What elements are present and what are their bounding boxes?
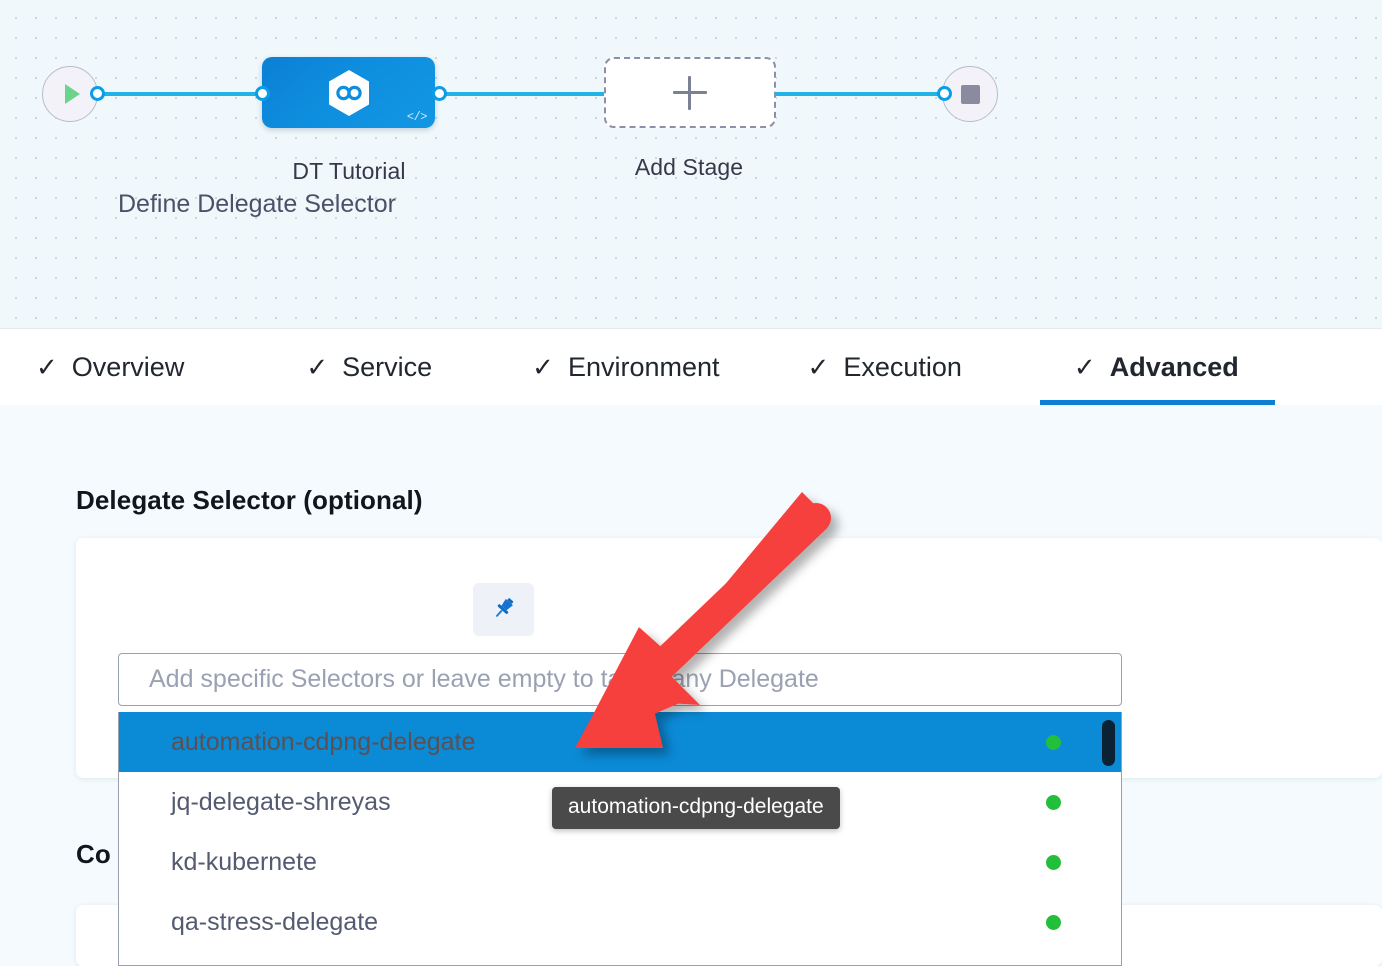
end-node-port[interactable] [937,86,952,101]
define-delegate-selector-label: Define Delegate Selector [118,190,396,218]
dropdown-option-qa-stress-delegate[interactable]: qa-stress-delegate [119,892,1121,952]
pipeline-canvas[interactable]: </> DT Tutorial Add Stage [0,0,1382,329]
dropdown-scrollbar-thumb[interactable] [1102,720,1115,766]
option-label: automation-cdpng-delegate [171,727,476,756]
check-icon: ✓ [807,352,830,382]
add-stage-node[interactable] [604,57,776,128]
harness-cd-hexagon-icon [327,69,371,117]
delegate-status-dot [1046,854,1061,870]
check-icon: ✓ [36,352,58,382]
delegate-selector-input[interactable] [118,653,1122,706]
delegate-status-dot [1046,734,1061,750]
edge-start-to-stage [96,92,268,96]
tab-execution[interactable]: ✓ Execution [808,329,962,405]
tab-environment[interactable]: ✓ Environment [532,329,719,405]
dropdown-option-automation-cdpng-delegate[interactable]: automation-cdpng-delegate [119,712,1121,772]
tab-label: Advanced [1109,351,1239,382]
option-label: jq-delegate-shreyas [171,787,391,816]
stage-input-port[interactable] [255,86,270,101]
check-icon: ✓ [532,352,554,382]
tab-service[interactable]: ✓ Service [306,329,432,405]
delegate-status-dot [1046,794,1061,810]
pin-delegate-selector-button[interactable] [473,583,534,636]
tab-label: Overview [71,351,185,382]
stage-output-port[interactable] [432,86,447,101]
plus-icon [673,75,707,110]
check-icon: ✓ [1073,352,1096,382]
delegate-selector-dropdown[interactable]: automation-cdpng-delegate jq-delegate-sh… [118,712,1122,966]
delegate-name-tooltip: automation-cdpng-delegate [552,787,840,829]
check-icon: ✓ [306,352,329,382]
edge-stage-to-addstage [430,92,615,96]
stage-config-tabbar: ✓ Overview ✓ Service ✓ Environment ✓ Exe… [0,329,1382,405]
tab-advanced[interactable]: ✓ Advanced [1039,329,1275,405]
stage-node-label: DT Tutorial [292,158,406,184]
edge-addstage-to-end [765,92,950,96]
start-node[interactable] [42,66,98,122]
conditional-execution-heading: Co [76,839,111,869]
tab-label: Service [342,351,433,382]
tab-label: Execution [843,351,962,382]
start-node-port[interactable] [90,86,105,101]
option-label: qa-stress-delegate [171,907,379,936]
tab-overview[interactable]: ✓ Overview [36,329,184,405]
option-label: kd-kubernete [171,847,317,876]
tab-label: Environment [567,351,720,382]
code-brackets-icon: </> [406,110,428,124]
delegate-selector-heading: Delegate Selector (optional) [76,485,423,515]
tab-underline [1039,400,1275,405]
stage-node-dt-tutorial[interactable]: </> [262,57,435,128]
stop-square-icon [960,84,980,104]
pushpin-icon [491,595,517,624]
dropdown-option-jq-delegate-shreyas[interactable]: jq-delegate-shreyas [119,772,1121,832]
delegate-status-dot [1046,914,1061,930]
add-stage-label: Add Stage [634,154,744,180]
dropdown-option-kd-kubernete[interactable]: kd-kubernete [119,832,1121,892]
play-icon [65,84,80,104]
